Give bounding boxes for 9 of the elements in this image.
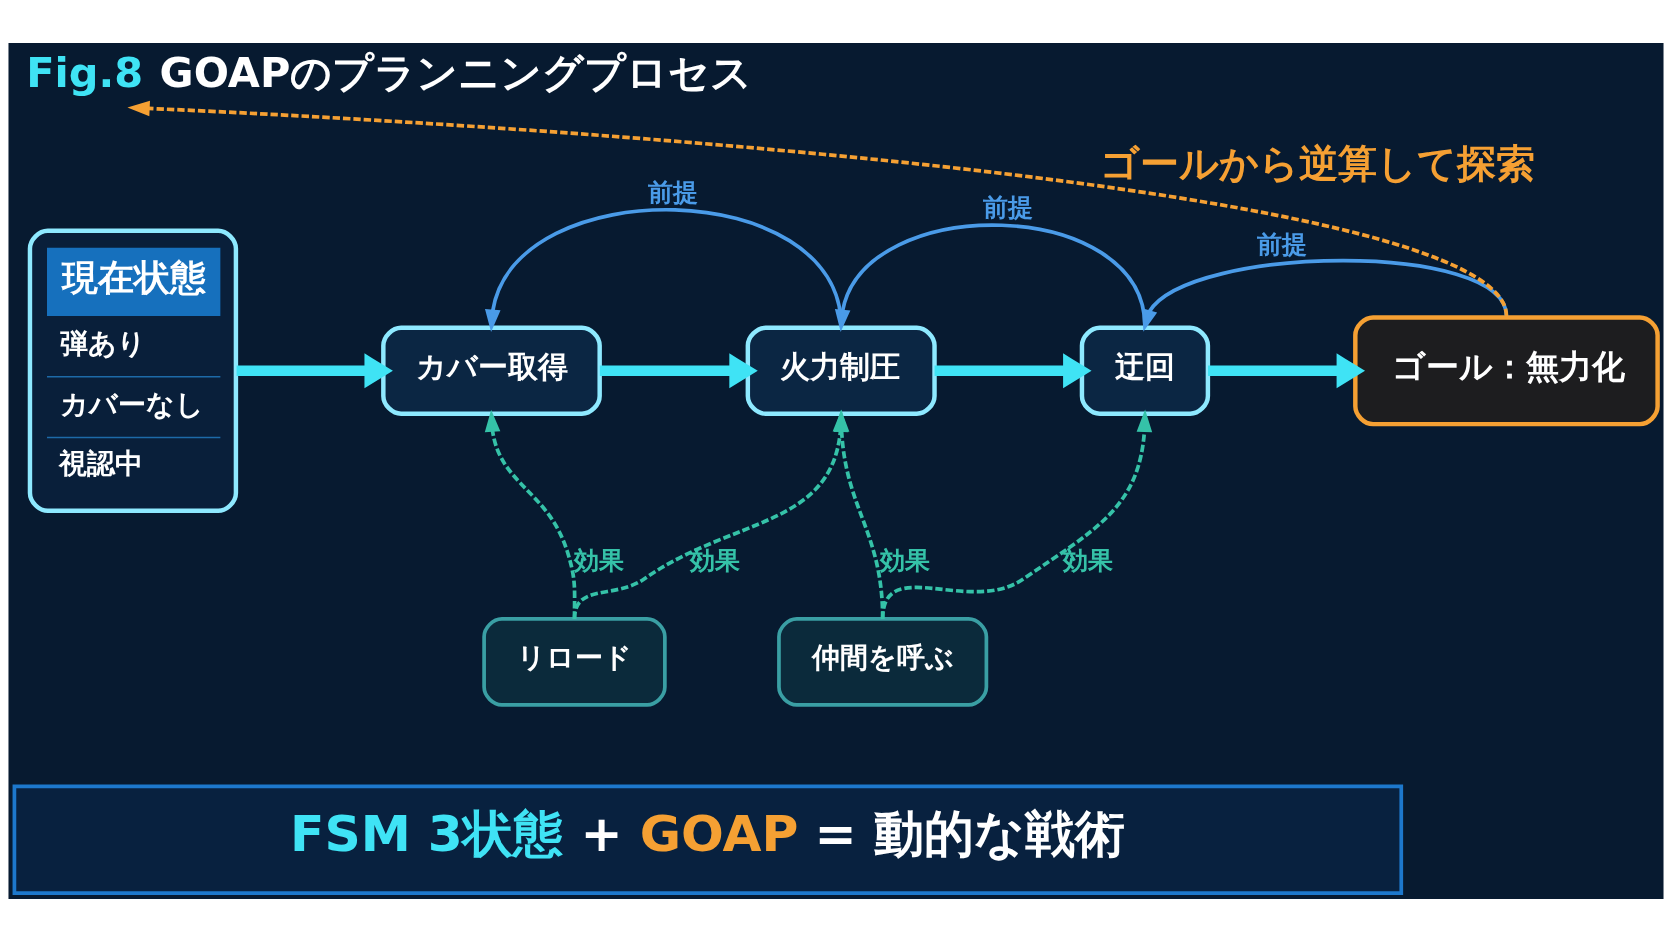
- edge-label: 効果: [574, 545, 625, 575]
- edge-label: 効果: [1063, 545, 1114, 575]
- edge-label: 効果: [879, 545, 930, 575]
- edge-label: 前提: [647, 177, 698, 207]
- diagram-title: Fig.8 GOAPのプランニングプロセス: [26, 47, 753, 97]
- edge-label: ゴールから逆算して探索: [1100, 140, 1536, 186]
- edge-label: 前提: [1256, 229, 1307, 259]
- edge-label: 前提: [982, 192, 1033, 222]
- edge-label: 効果: [690, 545, 741, 575]
